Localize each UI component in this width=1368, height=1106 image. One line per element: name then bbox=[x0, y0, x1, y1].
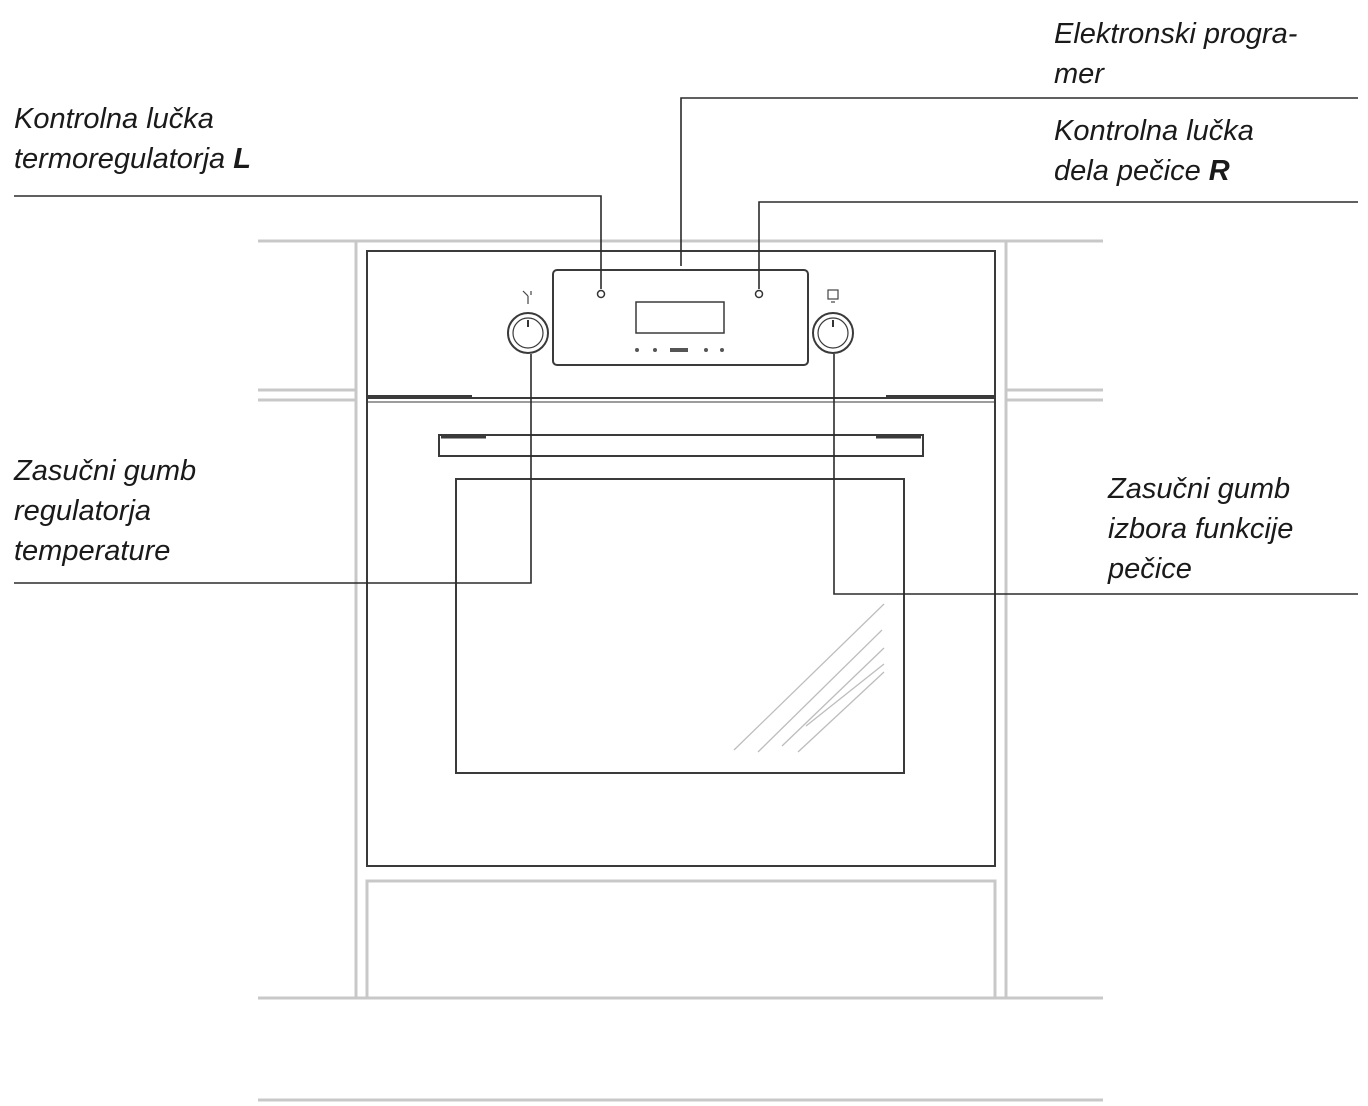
label-line: Zasučni gumb bbox=[1108, 473, 1291, 505]
label-line: izbora funkcije bbox=[1108, 513, 1294, 545]
label-text: dela pečice bbox=[1054, 155, 1201, 187]
label-line: temperature bbox=[14, 535, 171, 567]
oven-window bbox=[455, 478, 905, 774]
label-line: Kontrolna lučka bbox=[14, 103, 214, 135]
thermostat-lamp-L bbox=[596, 289, 606, 299]
label-oven-lamp: Kontrolna lučka dela pečice R bbox=[1054, 111, 1254, 191]
label-thermostat-lamp: Kontrolna lučka termoregulatorja L bbox=[14, 99, 251, 179]
cabinet-outline bbox=[258, 239, 1103, 1102]
leader-programmer bbox=[680, 97, 1358, 266]
label-line: Kontrolna lučka bbox=[1054, 115, 1254, 147]
programmer-buttons bbox=[635, 348, 724, 352]
label-line: regulatorja bbox=[14, 495, 152, 527]
leader-temperature-knob bbox=[14, 354, 532, 584]
door-handle bbox=[438, 434, 924, 457]
leader-lines bbox=[14, 97, 1358, 595]
programmer-display bbox=[635, 301, 725, 334]
label-line: pečice bbox=[1108, 553, 1192, 585]
label-line: Elektronski progra- bbox=[1054, 18, 1298, 50]
window-reflection bbox=[733, 603, 885, 753]
label-electronic-programmer: Elektronski progra- mer bbox=[1054, 14, 1297, 94]
label-line: mer bbox=[1054, 58, 1104, 90]
control-panel bbox=[552, 269, 809, 366]
lamp-marker-R: R bbox=[1208, 155, 1230, 187]
leader-function-knob bbox=[833, 354, 1358, 595]
label-line: dela pečice R bbox=[1054, 151, 1254, 191]
label-temperature-knob: Zasučni gumb regulatorja temperature bbox=[14, 451, 196, 571]
function-knob bbox=[812, 289, 854, 354]
temperature-knob bbox=[507, 290, 549, 354]
label-line: Zasučni gumb bbox=[14, 455, 197, 487]
lamp-marker-L: L bbox=[233, 143, 251, 175]
panel-trim bbox=[368, 395, 994, 399]
oven-function-icon bbox=[827, 289, 839, 303]
leader-oven-lamp bbox=[758, 201, 1358, 289]
label-function-knob: Zasučni gumb izbora funkcije pečice bbox=[1108, 469, 1293, 589]
thermometer-icon bbox=[522, 290, 532, 304]
label-line: termoregulatorja L bbox=[14, 139, 251, 179]
oven-lamp-R bbox=[754, 289, 764, 299]
label-text: termoregulatorja bbox=[14, 143, 226, 175]
leader-thermostat-lamp bbox=[14, 195, 602, 289]
